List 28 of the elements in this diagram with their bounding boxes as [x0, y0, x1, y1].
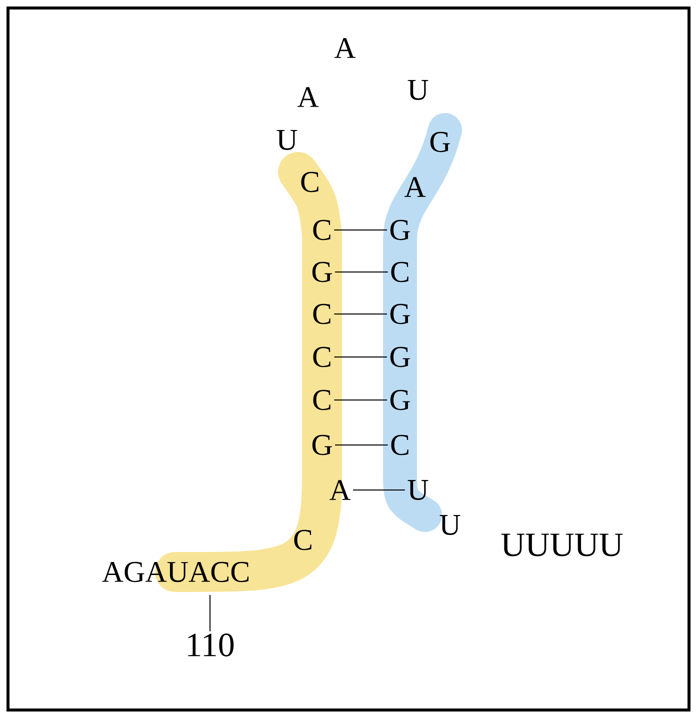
letter: G	[390, 346, 410, 368]
letter: C	[313, 304, 330, 324]
sequence: AGAUACC	[102, 562, 248, 582]
sequence: UUUUU	[501, 534, 623, 556]
letter: A	[404, 177, 426, 197]
letter: C	[301, 172, 318, 192]
letter: C	[313, 390, 330, 410]
letter: A	[329, 480, 351, 500]
letter: G	[390, 304, 410, 324]
letter: U	[408, 80, 428, 100]
letter: C	[313, 220, 330, 240]
letter: U	[276, 130, 298, 150]
base-pair-line	[334, 444, 388, 446]
letter: G	[312, 262, 332, 282]
letter: A	[334, 38, 356, 58]
letter: C	[391, 434, 408, 456]
letter: C	[313, 346, 330, 368]
letter: C	[294, 530, 312, 550]
letter: G	[390, 220, 410, 240]
base-pair-line	[334, 356, 388, 358]
letter: U	[440, 515, 460, 535]
letter: G	[312, 434, 332, 456]
letter: 110	[188, 634, 234, 656]
letter: G	[430, 132, 450, 152]
letter: A	[297, 87, 319, 107]
letter: G	[390, 390, 410, 410]
letter: U	[408, 480, 428, 500]
letter: C	[391, 262, 408, 282]
